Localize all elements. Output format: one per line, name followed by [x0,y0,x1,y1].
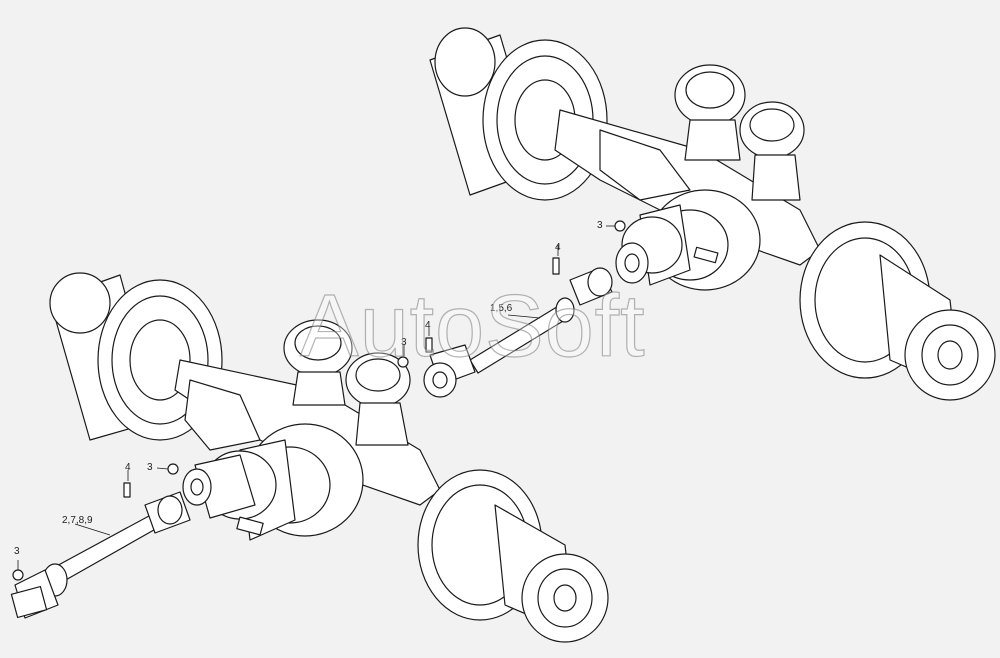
leader-lines [17,225,615,570]
callout-3-low: 3 [147,462,153,473]
nut-mid [397,356,409,368]
nut-low [167,463,179,475]
callout-2-7-8-9: 2,7,8,9 [62,515,93,526]
callout-3-mid: 3 [401,337,407,348]
callout-4-mid: 4 [425,320,431,331]
callout-3-top: 3 [597,220,603,231]
nut-bottom [12,569,24,581]
bolt-upper [552,257,560,275]
front-propeller-shaft [10,491,191,619]
rear-axle [429,27,996,401]
callout-1-5-6: 1,5,6 [490,303,513,314]
nut-upper [614,220,626,232]
callout-4-low: 4 [125,462,131,473]
bolt-low [123,482,131,498]
callout-4-top: 4 [555,242,561,253]
fasteners [12,220,626,581]
middle-axle [49,272,609,643]
bolt-mid [425,337,433,353]
intermediate-propeller-shaft [423,267,613,398]
callout-3-bottom: 3 [14,546,20,557]
